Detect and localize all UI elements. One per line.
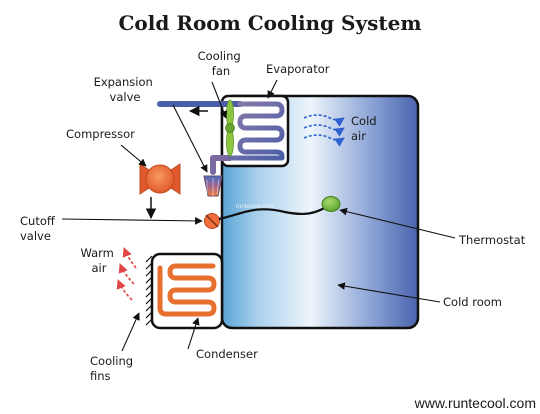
label-cooling-fins: Cooling fins [90, 354, 137, 383]
label-cold-room: Cold room [443, 295, 502, 309]
diagram-title: Cold Room Cooling System [119, 11, 422, 35]
cooling-fan-icon [225, 99, 235, 157]
label-condenser: Condenser [196, 347, 258, 361]
cutoff-valve [204, 213, 220, 229]
evaporator-coil [227, 101, 285, 161]
thermostat-bulb [321, 196, 341, 212]
label-cold-air: Cold air [351, 114, 380, 143]
label-compressor: Compressor [66, 127, 135, 141]
website-url: www.runtecool.com [414, 395, 536, 411]
label-cutoff-valve: Cutoff valve [20, 214, 58, 243]
label-cooling-fan: Cooling fan [198, 49, 245, 78]
warm-air-arrows [116, 247, 137, 301]
compressor [139, 163, 181, 195]
thermostat-wire [218, 204, 331, 221]
expansion-valve [203, 175, 223, 197]
label-evaporator: Evaporator [266, 62, 330, 76]
label-expansion-valve: Expansion valve [94, 75, 157, 104]
flow-arrows [145, 105, 208, 220]
watermark: runtecool.com [236, 204, 274, 210]
label-warm-air: Warm air [80, 246, 117, 275]
label-thermostat: Thermostat [458, 233, 526, 247]
cooling-fins-hatch [145, 255, 153, 326]
cold-air-arrows [303, 114, 345, 147]
leader-lines [61, 79, 456, 352]
condenser-coil [157, 263, 217, 317]
